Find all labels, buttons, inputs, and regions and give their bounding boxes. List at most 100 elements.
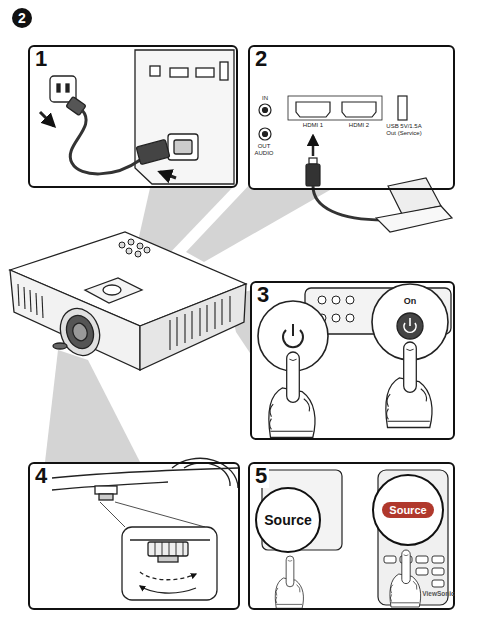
power-connection-illustration [40,50,234,184]
focus-foot-illustration [140,586,196,593]
hdmi-connection-illustration [306,164,320,186]
brand-label: ViewSonic [422,590,455,597]
focus-foot-illustration [130,539,210,540]
projector-illustration [103,285,121,295]
button-callout: Source [255,487,321,553]
projector-illustration [126,248,132,254]
power-connection-illustration [136,139,170,164]
hdmi-connection-illustration [263,108,268,113]
focus-foot-illustration [95,486,117,494]
hdmi-connection-illustration [259,96,452,232]
focus-foot-illustration [122,527,217,600]
focus-foot-illustration [115,502,205,527]
source-select-illustration [275,556,303,608]
power-on-illustration [318,296,326,304]
power-on-illustration [386,342,432,428]
step-number: 3 [255,283,271,307]
focus-foot-illustration [99,494,113,500]
source-select-illustration [432,568,444,575]
panel-ground [250,281,455,440]
projector-illustration [169,320,170,350]
hdmi-connection-illustration [312,136,315,156]
power-connection-illustration [57,84,60,92]
step-panel: 3 [250,281,455,440]
beam [45,182,330,462]
projector-illustration [42,296,43,318]
projector-illustration [128,239,134,245]
power-connection-illustration [168,134,198,160]
power-on-illustration [258,284,451,438]
projector-illustration [54,303,106,361]
panel-ground [248,462,455,610]
step-panel: 1 [28,45,238,188]
power-connection-illustration [150,66,160,76]
projector-illustration [36,293,37,315]
projector-illustration [199,308,200,336]
hdmi-connection-illustration [398,96,407,120]
projector-illustration [135,251,141,257]
projector-illustration [144,247,150,253]
projector-illustration [18,284,19,306]
projector-illustration [137,243,143,249]
hdmi-connection-illustration [263,132,268,137]
power-connection-illustration [135,50,234,184]
focus-foot-illustration [155,542,183,556]
focus-foot-illustration [52,468,238,478]
projector-illustration [214,302,215,329]
projector-illustration [184,314,185,343]
projector-illustration [85,278,142,303]
hdmi-connection-illustration [259,104,271,116]
port-label: USB 5V/1.5A Out (Service) [383,123,425,137]
panel-ground [28,45,238,188]
hdmi-connection-illustration [342,102,376,117]
hdmi-connection-illustration [296,102,330,117]
port-label: HDMI 2 [339,122,379,129]
power-on-illustration [269,352,315,438]
step-badge [12,8,32,28]
source-select-illustration [432,556,444,563]
projector-illustration [191,311,192,339]
projector-illustration [30,290,31,312]
hdmi-connection-illustration [309,158,317,164]
panel-ground [28,462,240,610]
power-connection-illustration [220,62,228,80]
button-text: Source [382,502,433,518]
panel-ground [28,45,455,610]
port-label: IN [258,95,272,102]
hdmi-connection-illustration [313,186,384,220]
power-on-illustration [332,296,340,304]
power-on-illustration [346,296,354,304]
projector-illustration [229,296,230,322]
power-connection-illustration [196,68,214,77]
projector-illustration [10,232,246,370]
projector-illustration [119,242,125,248]
projector-illustration [70,321,89,343]
focus-foot-illustration [52,458,238,600]
projector-illustration [176,317,177,346]
power-connection-illustration [40,112,54,126]
source-select-illustration [390,550,421,607]
projector-illustration [221,299,222,325]
source-select-illustration [432,580,444,587]
power-on-illustration [332,314,340,322]
focus-foot-illustration [100,502,125,527]
step-number: 1 [33,47,49,71]
projector-illustration [53,343,67,349]
projector-illustration [24,287,25,309]
focus-foot-illustration [184,463,230,486]
source-select-illustration [384,556,396,563]
focus-foot-illustration [148,542,188,556]
port-label: HDMI 1 [293,122,333,129]
projector-illustration [140,284,246,370]
power-connection-illustration [66,84,69,92]
source-select-illustration [416,568,428,575]
badge-number: 2 [12,8,32,28]
port-label: OUT AUDIO [250,143,278,157]
projector-illustration [18,284,230,350]
power-on-illustration [346,314,354,322]
projector-illustration [206,305,207,332]
power-connection-illustration [70,110,140,174]
panel-ground [248,45,455,190]
hdmi-connection-illustration [376,206,452,232]
